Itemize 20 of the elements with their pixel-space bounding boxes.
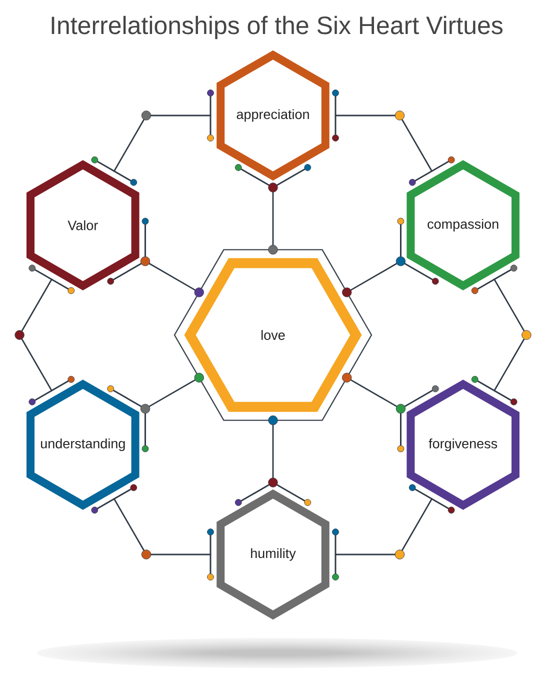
connector	[272, 191, 274, 246]
hexagon: appreciation	[216, 50, 330, 181]
hexagon: forgiveness	[406, 380, 520, 510]
hexagon: Valor	[26, 160, 140, 290]
connector	[272, 424, 274, 479]
connector	[18, 278, 52, 392]
hexagon: humility	[216, 489, 330, 620]
connector	[350, 379, 398, 408]
connector	[113, 114, 212, 172]
hexagon: understanding	[26, 380, 140, 510]
hexagon: compassion	[406, 160, 520, 290]
connector	[334, 498, 433, 556]
connector	[113, 498, 212, 556]
connector	[148, 379, 196, 408]
connector	[494, 278, 528, 392]
connector	[334, 114, 433, 172]
connector	[148, 262, 196, 291]
hexagon: love	[174, 249, 372, 421]
title: Interrelationships of the Six Heart Virtues	[52, 16, 503, 40]
connector	[350, 262, 398, 291]
